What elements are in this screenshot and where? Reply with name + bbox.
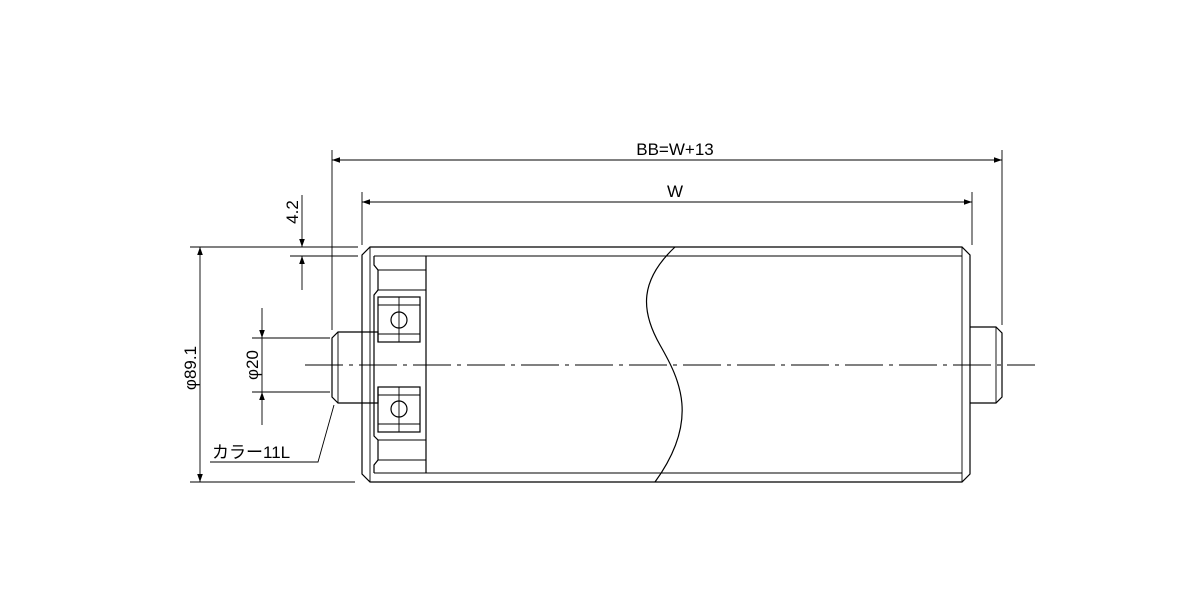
collar-label: カラー11L: [212, 443, 290, 462]
offset-label: 4.2: [283, 200, 302, 224]
shaft-diameter-label: φ20: [243, 350, 262, 380]
right-shaft: [970, 326, 1003, 404]
bearing-lower: [377, 386, 421, 433]
dimension-tube-diameter: φ89.1: [181, 246, 355, 483]
dimension-overall-length: BB=W+13: [331, 140, 1003, 330]
width-label: W: [667, 182, 683, 201]
roller-tube: [361, 246, 971, 483]
tube-diameter-label: φ89.1: [181, 346, 200, 390]
collar-shaft: [331, 331, 420, 404]
break-line: [645, 246, 683, 483]
collar-leader: カラー11L: [210, 404, 335, 463]
dimension-shaft-diameter: φ20: [243, 308, 330, 425]
bearing-upper: [377, 296, 421, 343]
dimension-offset: 4.2: [283, 195, 358, 290]
dimension-width: W: [361, 182, 973, 245]
overall-length-label: BB=W+13: [636, 140, 714, 159]
